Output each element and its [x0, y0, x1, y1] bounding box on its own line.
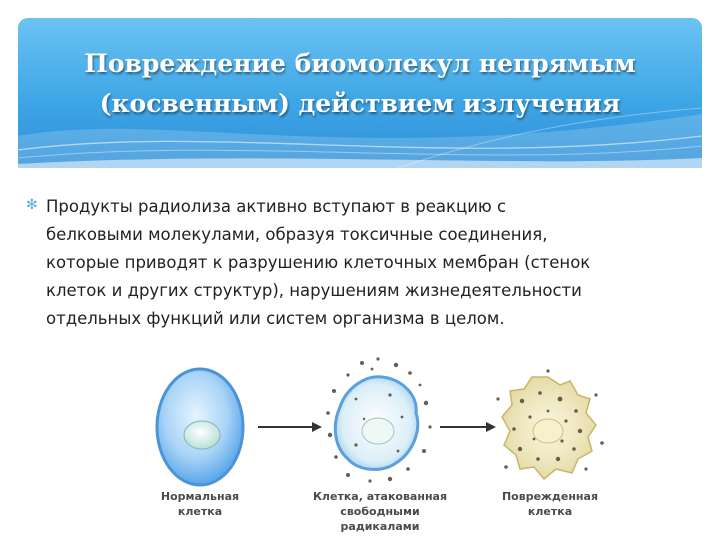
right-arrow-icon	[440, 422, 496, 432]
title-banner: Повреждение биомолекул непрямым (косвенн…	[18, 18, 702, 168]
cell-diagram	[155, 357, 604, 487]
asterisk-bullet-icon: ✻	[26, 197, 38, 213]
attacked-cell-icon	[326, 357, 432, 483]
caption-damaged-cell: Поврежденная клетка	[501, 490, 599, 518]
body-paragraph: Продукты радиолиза активно вступают в ре…	[46, 197, 591, 328]
caption-normal-cell: Нормальная клетка	[160, 490, 240, 518]
caption-attacked-cell: Клетка, атакованная свободными радикалам…	[312, 490, 448, 533]
content-area: ✻ Продукты радиолиза активно вступают в …	[26, 193, 696, 333]
damaged-cell-icon	[496, 369, 604, 481]
right-arrow-icon	[258, 422, 322, 432]
wave-decoration	[18, 107, 702, 168]
normal-cell-icon	[155, 367, 245, 487]
cell-damage-illustration: Нормальная клетка Клетка, атакованная св…	[150, 355, 630, 535]
slide-title: Повреждение биомолекул непрямым (косвенн…	[84, 49, 636, 118]
